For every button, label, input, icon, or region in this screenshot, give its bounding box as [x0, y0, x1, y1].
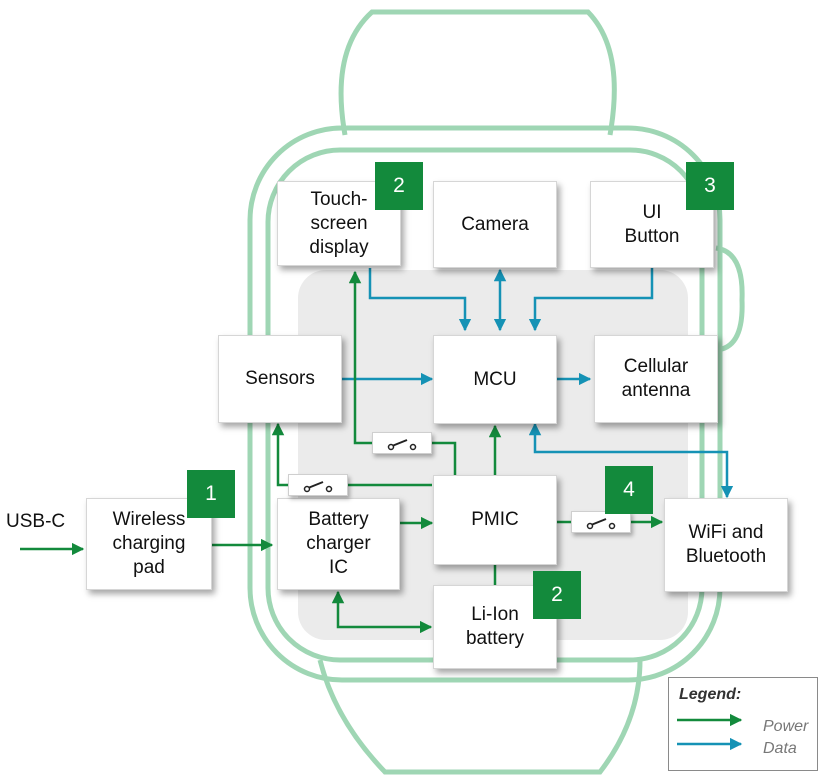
- switch-wifi-power: [571, 511, 631, 533]
- cellular-antenna-block: Cellular antenna: [594, 335, 718, 423]
- watch-top-band: [338, 9, 617, 136]
- legend-arrows: [677, 713, 743, 751]
- watch-crown: [715, 245, 745, 353]
- switch-sensors-power: [288, 474, 348, 496]
- legend-data-label: Data: [763, 740, 797, 757]
- sensors-block: Sensors: [218, 335, 342, 423]
- touchscreen-to-mcu: [368, 268, 472, 332]
- watch-bottom-band: [317, 659, 643, 775]
- data-lines: [342, 268, 734, 499]
- camera-block: Camera: [433, 181, 557, 268]
- badge-touchscreen: 2: [375, 162, 423, 210]
- pmic-to-sensors: [271, 422, 432, 487]
- legend-power-label: Power: [763, 718, 809, 735]
- mcu-block: MCU: [433, 335, 557, 424]
- badge-wifi-switch: 4: [605, 466, 653, 514]
- badge-battery: 2: [533, 571, 581, 619]
- wireless-charging-pad-block: Wireless charging pad: [86, 498, 212, 590]
- pmic-block: PMIC: [433, 475, 557, 565]
- wifi-bluetooth-block: WiFi and Bluetooth: [664, 498, 788, 592]
- legend: Legend: Power Data: [668, 677, 818, 771]
- uibutton-to-mcu: [528, 268, 654, 332]
- mcu-wifi: [528, 422, 734, 499]
- switch-touchscreen-power: [372, 432, 432, 454]
- legend-title: Legend:: [679, 686, 742, 703]
- battery-charger-link: [331, 590, 433, 634]
- battery-charger-ic-block: Battery charger IC: [277, 498, 400, 590]
- badge-ui-button: 3: [686, 162, 734, 210]
- badge-wireless-charging: 1: [187, 470, 235, 518]
- power-lines: [20, 270, 664, 634]
- usb-c-label: USB-C: [6, 511, 66, 532]
